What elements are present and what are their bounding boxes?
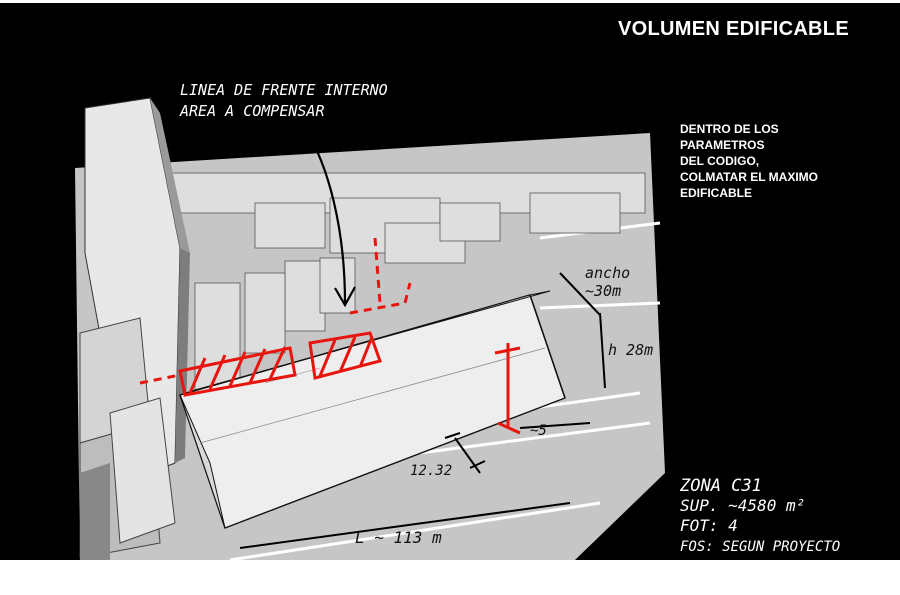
depth-label: 12.32	[410, 463, 452, 479]
context-buildings	[84, 172, 646, 404]
zone-fos: FOS: SEGUN PROYECTO	[680, 539, 840, 555]
intro-line: DENTRO DE LOS	[680, 122, 779, 136]
page-title: VOLUMEN EDIFICABLE	[618, 18, 849, 40]
intro-line: EDIFICABLE	[680, 186, 752, 200]
intro-line: DEL CODIGO,	[680, 154, 760, 168]
annotation-line2: AREA A COMPENSAR	[179, 102, 325, 120]
building-volume	[179, 290, 566, 529]
intro-line: COLMATAR EL MAXIMO	[680, 170, 818, 184]
width-value: ~30m	[585, 282, 621, 300]
offset-label: ~5	[530, 423, 547, 439]
left-buildings	[79, 317, 176, 560]
site-sketch: LINEA DE FRENTE INTERNO AREA A COMPENSAR…	[75, 81, 840, 560]
dimension-lines	[239, 272, 606, 549]
width-label: ancho	[585, 264, 630, 282]
annotation-arrow	[299, 120, 356, 308]
height-label: h 28m	[608, 341, 653, 359]
zone-area: SUP. ~4580 m²	[680, 496, 805, 515]
intro-line: PARAMETROS	[680, 138, 765, 152]
intro-text: DENTRO DE LOS PARAMETROS DEL CODIGO, COL…	[680, 121, 880, 201]
zone-fot: FOT: 4	[680, 516, 738, 535]
length-label: L ~ 113 m	[355, 528, 442, 547]
annotation-line1: LINEA DE FRENTE INTERNO	[180, 81, 388, 99]
zone-name: ZONA C31	[679, 476, 762, 496]
compensation-area	[139, 237, 521, 435]
